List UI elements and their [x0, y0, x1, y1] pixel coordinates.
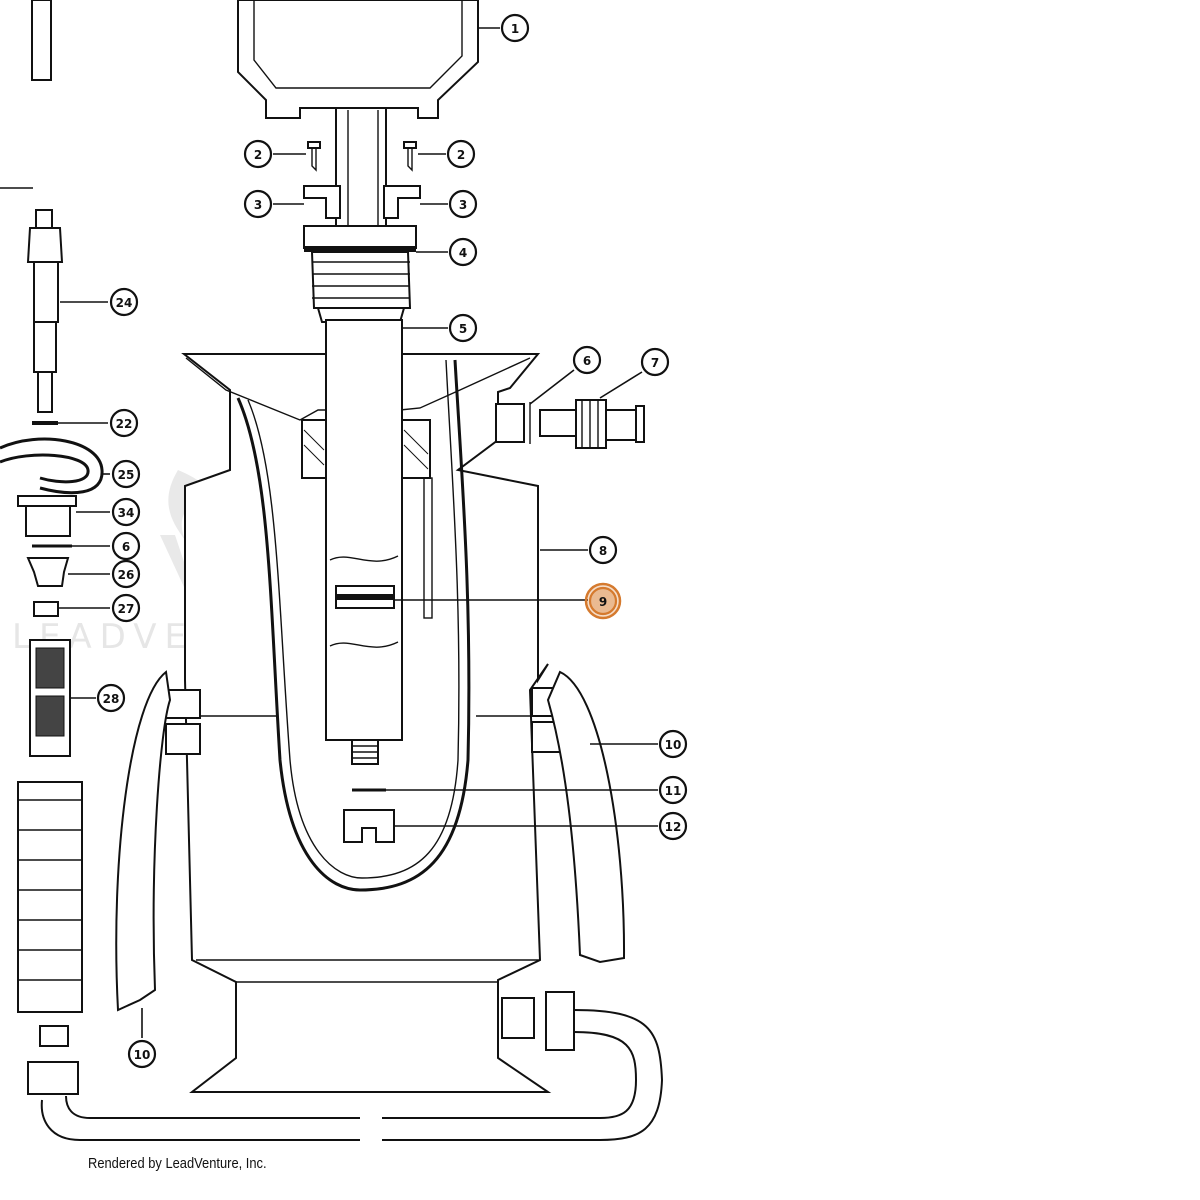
insert-27 [33, 601, 59, 617]
callout-c6[interactable]: 6 [572, 345, 602, 375]
retainer-right [383, 185, 421, 219]
callout-c5[interactable]: 5 [448, 313, 478, 343]
screw-right [403, 141, 417, 172]
callout-circle[interactable] [588, 586, 618, 616]
retainer-left [303, 185, 341, 219]
pump-cylinder [301, 319, 433, 765]
leader-lines [58, 27, 658, 1038]
outlet-hose [40, 991, 664, 1141]
strap-left [115, 670, 276, 1012]
callout-c1[interactable]: 1 [500, 13, 530, 43]
callout-circle[interactable] [243, 189, 273, 219]
callout-c34[interactable]: 34 [111, 497, 141, 527]
callout-c10b[interactable]: 10 [127, 1039, 157, 1069]
callout-c26[interactable]: 26 [111, 559, 141, 589]
nozzle-26 [26, 557, 70, 587]
pump-handle [237, 0, 479, 229]
outlet-fitting [495, 403, 525, 443]
callout-circle[interactable] [111, 559, 141, 589]
pump-cap [303, 225, 417, 323]
callout-c11[interactable]: 11 [658, 775, 688, 805]
callout-circle[interactable] [448, 189, 478, 219]
callout-circle[interactable] [500, 13, 530, 43]
footer-credit: Rendered by LeadVenture, Inc. [88, 1155, 267, 1172]
callout-c24[interactable]: 24 [109, 287, 139, 317]
callout-c28[interactable]: 28 [96, 683, 126, 713]
shutoff-handle-25 [0, 437, 104, 495]
callout-circle[interactable] [243, 139, 273, 169]
filter-28 [29, 639, 71, 757]
callout-circle[interactable] [572, 345, 602, 375]
callout-circle[interactable] [448, 237, 478, 267]
callout-circle[interactable] [588, 535, 618, 565]
callout-circle[interactable] [658, 775, 688, 805]
callout-circle[interactable] [127, 1039, 157, 1069]
callout-c25[interactable]: 25 [111, 459, 141, 489]
callout-c3a[interactable]: 3 [243, 189, 273, 219]
callout-c22[interactable]: 22 [109, 408, 139, 438]
callout-circle[interactable] [111, 531, 141, 561]
callout-circle[interactable] [448, 313, 478, 343]
callout-c9[interactable]: 9 [588, 586, 618, 616]
coupling-nut [539, 399, 645, 449]
callout-circle[interactable] [658, 811, 688, 841]
callout-c7[interactable]: 7 [640, 347, 670, 377]
callout-circle[interactable] [111, 593, 141, 623]
callout-c4[interactable]: 4 [448, 237, 478, 267]
callout-c8[interactable]: 8 [588, 535, 618, 565]
valve-body-34 [17, 495, 77, 537]
clip-12 [343, 809, 395, 843]
strap-right [476, 670, 626, 964]
callout-circle[interactable] [109, 287, 139, 317]
rod-part [31, 0, 52, 81]
callout-circle[interactable] [640, 347, 670, 377]
tank-liner-inner [247, 359, 460, 879]
callout-circle[interactable] [446, 139, 476, 169]
callout-c6b[interactable]: 6 [111, 531, 141, 561]
callout-circle[interactable] [111, 497, 141, 527]
callout-c12[interactable]: 12 [658, 811, 688, 841]
tank-liner [236, 359, 471, 892]
hose-coil [17, 781, 83, 1095]
callout-c27[interactable]: 27 [111, 593, 141, 623]
callout-c2a[interactable]: 2 [243, 139, 273, 169]
callout-circle[interactable] [111, 459, 141, 489]
callout-circle[interactable] [96, 683, 126, 713]
callout-c2b[interactable]: 2 [446, 139, 476, 169]
callout-circle[interactable] [109, 408, 139, 438]
spray-wand [26, 209, 64, 413]
callout-c10a[interactable]: 10 [658, 729, 688, 759]
screw-left [307, 141, 321, 172]
callout-c3b[interactable]: 3 [448, 189, 478, 219]
callout-circle[interactable] [658, 729, 688, 759]
